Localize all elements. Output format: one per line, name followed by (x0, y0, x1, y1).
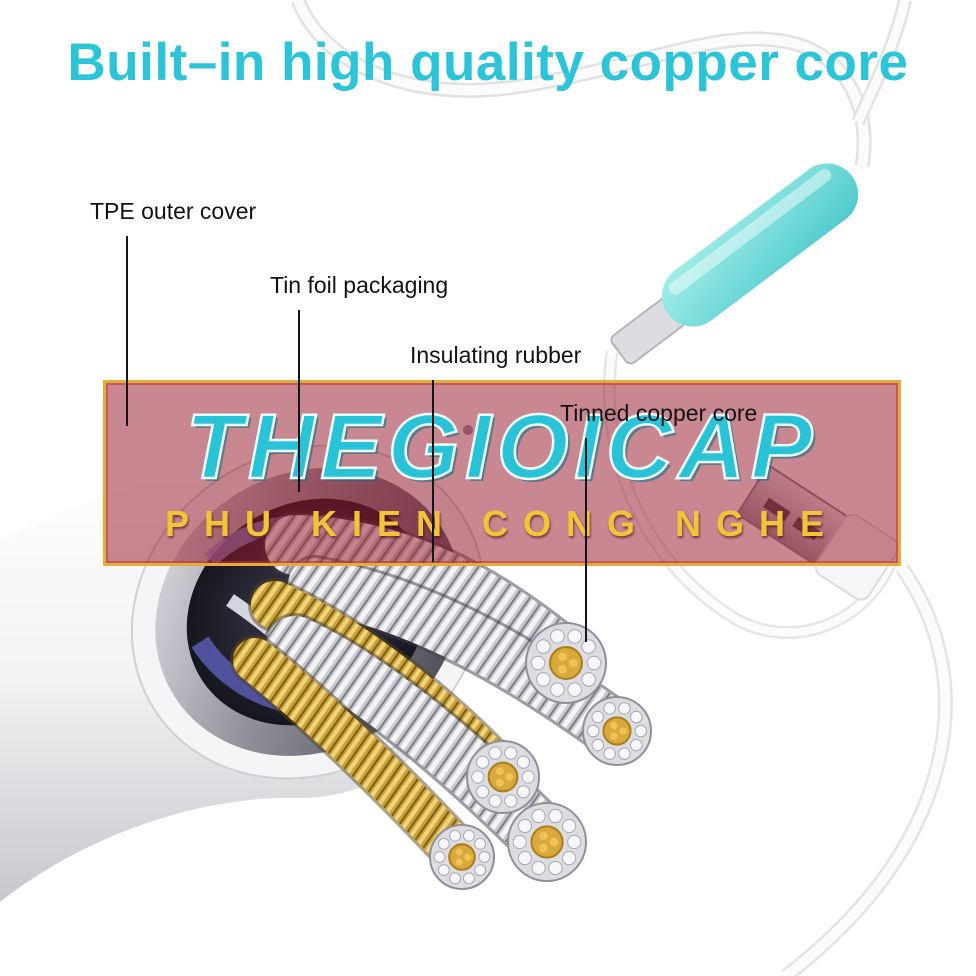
wire-cross-section (582, 696, 652, 766)
watermark-brand-text: THEGIOICAP (184, 396, 819, 498)
wire-cross-section (429, 824, 495, 890)
leader-line-tpe (126, 236, 128, 426)
wire-bundle-gold-2 (230, 635, 485, 880)
leader-line-insulating-rubber (432, 380, 434, 562)
wire-cross-section (466, 740, 540, 814)
callout-tinned-copper-core: Tinned copper core (560, 400, 758, 426)
wire-bundle-silver-2 (285, 555, 645, 760)
callout-insulating-rubber: Insulating rubber (410, 342, 582, 368)
usb-cable (781, 563, 953, 976)
leader-line-tin-foil (298, 310, 300, 492)
watermark: THEGIOICAP PHU KIEN CONG NGHE (103, 380, 901, 566)
background-cable-top (290, 0, 912, 168)
teal-adapter (610, 163, 859, 365)
wire-cross-section (525, 622, 607, 704)
wire-cross-section (507, 802, 587, 882)
watermark-tagline-text: PHU KIEN CONG NGHE (164, 503, 840, 544)
callout-tin-foil-packaging: Tin foil packaging (270, 272, 449, 298)
page-title: Built–in high quality copper core (67, 33, 909, 92)
leader-line-tinned-copper-core (585, 438, 587, 642)
callout-tpe-outer-cover: TPE outer cover (90, 198, 257, 224)
